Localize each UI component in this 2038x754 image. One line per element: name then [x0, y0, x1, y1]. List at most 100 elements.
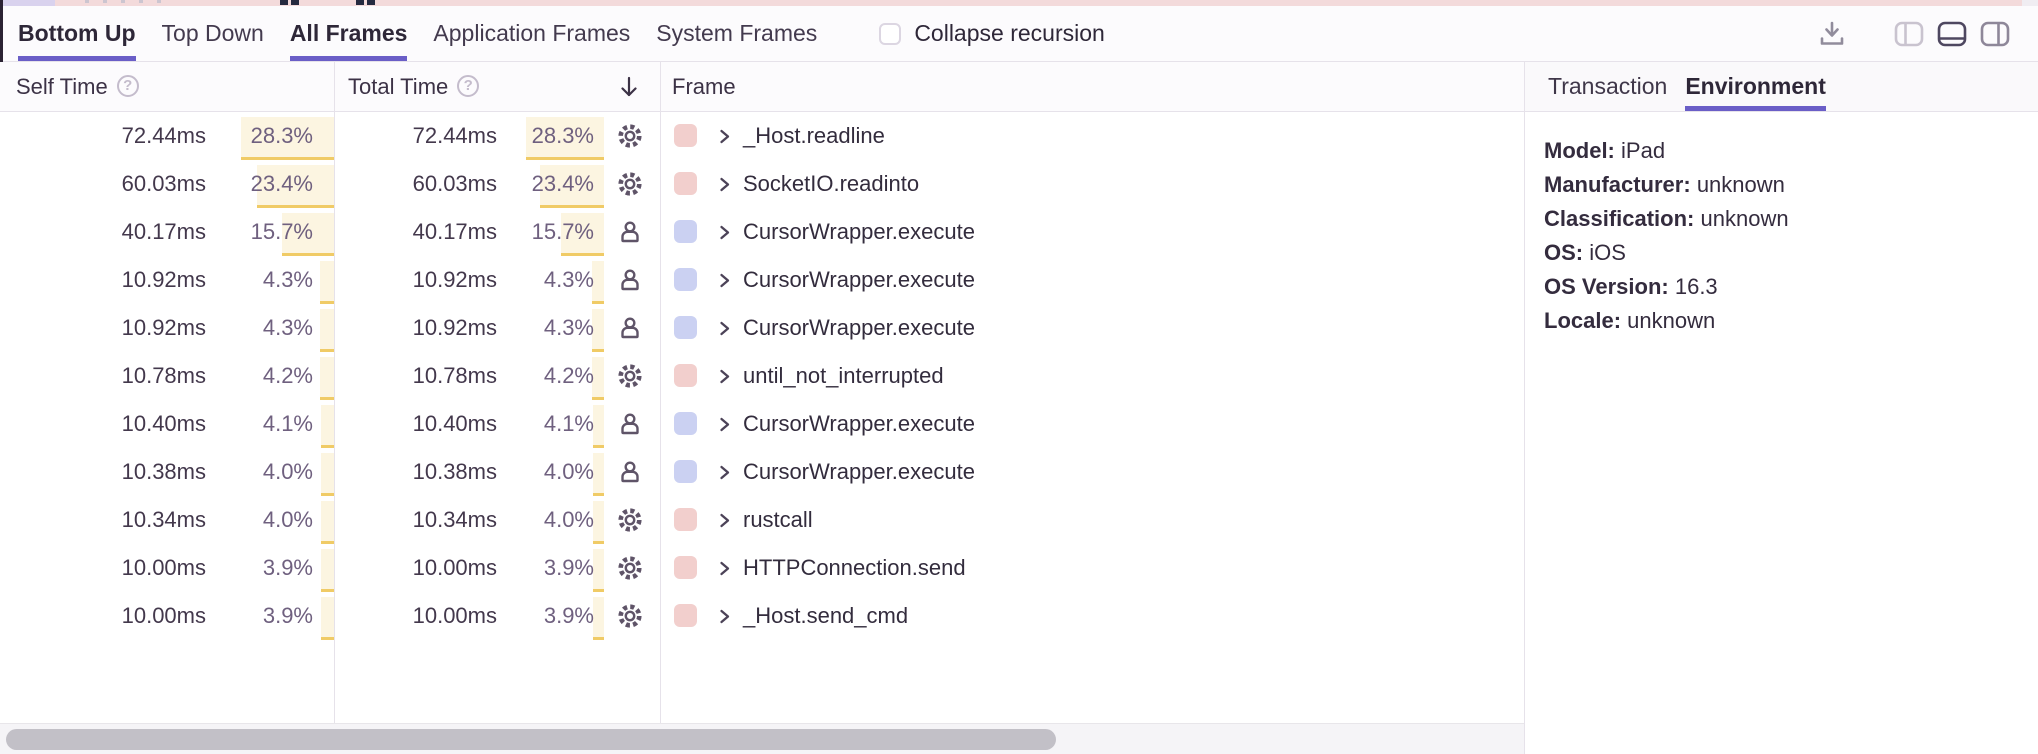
chevron-right-icon[interactable] — [717, 369, 732, 384]
total-time-value: 10.38ms — [412, 459, 497, 484]
environment-detail-line: Classification: unknown — [1544, 202, 2022, 236]
chevron-right-icon[interactable] — [717, 561, 732, 576]
chevron-right-icon[interactable] — [717, 609, 732, 624]
total-time-percent: 4.0% — [543, 459, 594, 484]
chevron-right-icon[interactable] — [717, 321, 732, 336]
chevron-right-icon[interactable] — [717, 513, 732, 528]
table-row[interactable]: 10.34ms 4.0% 10.34ms 4.0% — [0, 496, 1524, 544]
self-time-label: Self Time — [16, 74, 108, 99]
total-time-percent-bar — [593, 453, 604, 496]
gear-icon — [617, 123, 643, 149]
table-row[interactable]: 10.40ms 4.1% 10.40ms 4.1% — [0, 400, 1524, 448]
total-time-percent-bar — [592, 261, 604, 304]
collapse-recursion-control[interactable]: Collapse recursion — [879, 6, 1105, 61]
table-row[interactable]: 10.00ms 3.9% 10.00ms 3.9% — [0, 592, 1524, 640]
self-time-percent: 4.1% — [262, 411, 313, 436]
chevron-right-icon[interactable] — [717, 225, 732, 240]
chevron-right-icon[interactable] — [717, 465, 732, 480]
total-time-percent-bar — [593, 501, 604, 544]
frame-name: CursorWrapper.execute — [743, 459, 975, 484]
minimap-tick — [157, 0, 161, 3]
column-header-total-time[interactable]: Total Time — [348, 62, 480, 111]
environment-detail-value: iOS — [1589, 240, 1626, 265]
frame-name: _Host.readline — [743, 123, 885, 148]
total-time-percent-bar — [592, 357, 604, 400]
self-time-percent: 4.0% — [262, 459, 313, 484]
minimap-mark — [356, 0, 364, 5]
table-row[interactable]: 10.92ms 4.3% 10.92ms 4.3% — [0, 256, 1524, 304]
chevron-right-icon[interactable] — [717, 129, 732, 144]
environment-detail-label: Locale: — [1544, 308, 1622, 333]
frame-color-swatch — [674, 604, 697, 627]
tab-system-frames[interactable]: System Frames — [656, 20, 818, 46]
total-time-value: 10.00ms — [412, 603, 497, 628]
chevron-right-icon[interactable] — [717, 177, 732, 192]
table-row[interactable]: 60.03ms 23.4% 60.03ms 23.4% — [0, 160, 1524, 208]
environment-detail-label: Classification: — [1544, 206, 1695, 231]
table-row[interactable]: 72.44ms 28.3% 72.44ms 28.3% — [0, 112, 1524, 160]
environment-detail-label: Manufacturer: — [1544, 172, 1691, 197]
minimap-mark — [280, 0, 288, 5]
table-row[interactable]: 10.38ms 4.0% 10.38ms 4.0% — [0, 448, 1524, 496]
horizontal-scrollbar-track[interactable] — [0, 723, 1524, 754]
total-time-value: 72.44ms — [412, 123, 497, 148]
environment-detail-label: OS: — [1544, 240, 1584, 265]
self-time-percent-bar — [319, 261, 334, 304]
toolbar-icons — [1808, 6, 2012, 61]
sort-descending-arrow-icon[interactable] — [616, 74, 642, 106]
total-time-percent: 28.3% — [531, 123, 594, 148]
chevron-right-icon[interactable] — [717, 273, 732, 288]
frame-name: rustcall — [743, 507, 813, 532]
panel-left-layout-icon[interactable] — [1892, 17, 1926, 51]
panel-bottom-layout-icon[interactable] — [1935, 17, 1969, 51]
tab-top-down[interactable]: Top Down — [161, 20, 264, 46]
total-time-percent: 4.0% — [543, 507, 594, 532]
total-time-value: 10.40ms — [412, 411, 497, 436]
frame-color-swatch — [674, 364, 697, 387]
frame-color-swatch — [674, 460, 697, 483]
environment-detail-value: unknown — [1627, 308, 1716, 333]
minimap-mark — [291, 0, 299, 5]
frame-name: _Host.send_cmd — [743, 603, 909, 628]
total-time-percent: 3.9% — [543, 603, 594, 628]
collapse-recursion-checkbox[interactable] — [879, 22, 902, 45]
total-time-value: 60.03ms — [412, 171, 497, 196]
total-time-percent-bar — [593, 549, 604, 592]
table-background — [0, 112, 1524, 723]
frames-table-header: Self Time Total Time Frame — [0, 62, 1524, 112]
table-row[interactable]: 10.00ms 3.9% 10.00ms 3.9% — [0, 544, 1524, 592]
environment-detail-value: unknown — [1700, 206, 1789, 231]
frame-name: SocketIO.readinto — [743, 171, 920, 196]
frame-name: HTTPConnection.send — [743, 555, 966, 580]
self-time-percent-bar — [320, 453, 334, 496]
panel-right-layout-icon[interactable] — [1978, 17, 2012, 51]
user-icon — [617, 459, 643, 485]
tab-application-frames[interactable]: Application Frames — [433, 20, 631, 46]
tab-environment[interactable]: Environment — [1685, 62, 1826, 111]
self-time-percent: 28.3% — [250, 123, 313, 148]
frame-name: CursorWrapper.execute — [743, 219, 975, 244]
download-icon[interactable] — [1817, 19, 1847, 49]
table-row[interactable]: 10.92ms 4.3% 10.92ms 4.3% — [0, 304, 1524, 352]
total-time-value: 10.92ms — [412, 315, 497, 340]
column-header-frame[interactable]: Frame — [672, 62, 736, 111]
minimap-selection — [2, 0, 55, 6]
tab-bottom-up[interactable]: Bottom Up — [18, 6, 136, 61]
chevron-right-icon[interactable] — [717, 417, 732, 432]
environment-detail-value: 16.3 — [1674, 274, 1718, 299]
column-header-self-time[interactable]: Self Time — [16, 62, 139, 111]
tab-transaction[interactable]: Transaction — [1548, 73, 1668, 99]
environment-detail-line: OS: iOS — [1544, 236, 2022, 270]
frame-name: CursorWrapper.execute — [743, 411, 975, 436]
help-icon[interactable] — [457, 75, 480, 98]
table-row[interactable]: 10.78ms 4.2% 10.78ms 4.2% — [0, 352, 1524, 400]
table-row[interactable]: 40.17ms 15.7% 40.17ms 15.7% — [0, 208, 1524, 256]
self-time-percent: 15.7% — [250, 219, 313, 244]
tab-all-frames[interactable]: All Frames — [289, 6, 408, 61]
total-time-percent: 4.3% — [543, 267, 594, 292]
self-time-percent-bar — [256, 165, 334, 208]
help-icon[interactable] — [116, 75, 139, 98]
horizontal-scrollbar-thumb[interactable] — [6, 729, 1056, 750]
environment-details: Model: iPad Manufacturer: unknown Classi… — [1525, 112, 2038, 338]
minimap-tick — [103, 0, 107, 3]
